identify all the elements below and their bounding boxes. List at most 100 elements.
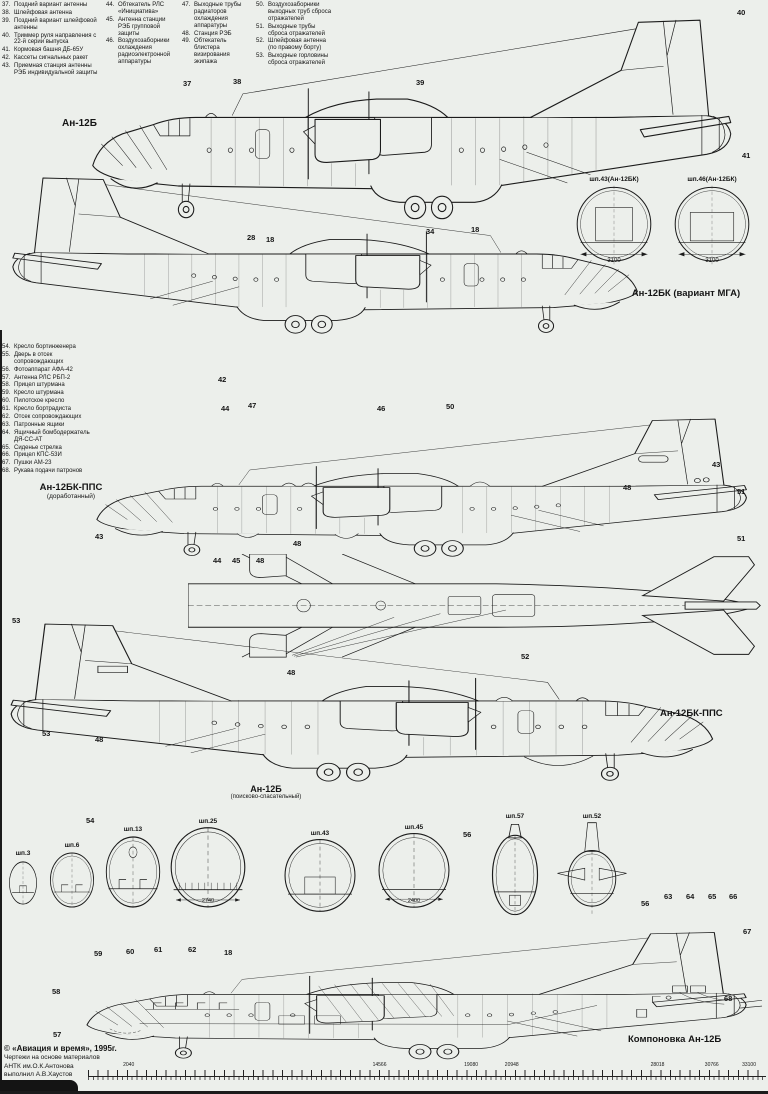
legend-item-text: Дверь в отсек сопровождающих — [14, 351, 64, 365]
legend-item: 37.Поздний вариант антенны — [2, 2, 102, 9]
legend-item-number: 62. — [2, 414, 11, 421]
legend-item-number: 50. — [256, 2, 265, 8]
legend-item-number: 45. — [106, 16, 115, 23]
an12bk-pps-svg — [10, 623, 714, 782]
legend-item-text: Выходные трубы сброса отражателей — [268, 23, 325, 37]
cross-section-label: шп.57 — [505, 813, 525, 820]
legend-item-number: 38. — [2, 9, 11, 16]
cross-section-svg — [557, 822, 627, 914]
legend-item-text: Пилотское кресло — [14, 398, 65, 405]
legend-item-text: Шлейфовая антенна — [14, 9, 72, 16]
legend-top-col2: 44.Обтекатель РЛС «Инициатива»45.Антенна… — [106, 2, 178, 67]
cross-section-label: шп.43(Ан-12БК) — [589, 176, 639, 183]
legend-item: 43.Приемная станция антенны РЭБ индивиду… — [2, 63, 102, 77]
drawing-an12bk-mga-side-view — [0, 170, 644, 342]
legend-item: 66.Прицел КПС-53И — [2, 452, 100, 459]
cross-section-svg — [170, 827, 246, 908]
callout-number: 63 — [664, 892, 673, 901]
legend-item-text: Патронные ящики — [14, 421, 65, 428]
drawing-top-plan-view — [188, 554, 766, 658]
legend-item: 59.Кресло штурмана — [2, 390, 100, 397]
cross-section-svg — [9, 861, 37, 905]
drawing-an12b-cutaway — [80, 926, 766, 1066]
legend-item: 41.Кормовая башня ДБ-65У — [2, 47, 102, 54]
legend-item: 54.Кресло бортинженера — [2, 344, 100, 351]
legend-item-text: Антенна РЛС РБП-2 — [14, 374, 71, 381]
legend-item: 67.Пушки АМ-23 — [2, 460, 100, 467]
ruler-label: 14566 — [372, 1062, 387, 1068]
callout-number: 58 — [52, 987, 61, 996]
an12bk-mga-svg — [12, 177, 638, 334]
legend-item-number: 65. — [2, 444, 11, 451]
label-subtitle: (доработанный) — [46, 493, 96, 500]
ruler-label: 2040 — [123, 1062, 135, 1068]
legend-item: 38.Шлейфовая антенна — [2, 10, 102, 17]
cross-section-shp13: шп.13 — [102, 826, 164, 910]
label-an12bk-pps: Ан-12БК-ППС — [660, 708, 723, 719]
legend-item: 62.Отсек сопровождающих — [2, 414, 100, 421]
legend-item-text: Сиденье стрелка — [14, 444, 62, 451]
legend-item-number: 63. — [2, 421, 11, 428]
callout-number: 47 — [248, 401, 257, 410]
drawing-an12bk-pps-mod-side-view — [90, 412, 766, 564]
legend-item-text: Кормовая башня ДБ-65У — [14, 47, 84, 54]
legend-item-text: Ящичный бомбодержатель ДЯ-СС-АТ — [14, 429, 90, 443]
legend-item-text: Воздухозаборники охлаждения радиоэлектро… — [118, 38, 171, 66]
cross-section-label: шп.25 — [198, 818, 218, 825]
legend-item: 49.Обтекатель блистера визирования экипа… — [182, 38, 252, 66]
legend-item-number: 51. — [256, 23, 265, 30]
legend-item-number: 43. — [2, 63, 11, 70]
cross-section-shp57: шп.57 — [486, 813, 544, 918]
ruler-label: 19080 — [464, 1062, 479, 1068]
cross-section-shp46-an12bk: шп.46(Ан-12БК) 3100 — [664, 176, 760, 265]
callout-number: 64 — [686, 892, 695, 901]
legend-item-text: Станция РЭБ — [194, 30, 232, 37]
cross-section-shp3: шп.3 — [4, 850, 42, 906]
cross-section-shp52: шп.52 — [554, 813, 630, 918]
legend-item: 68.Рукава подачи патронов — [2, 468, 100, 475]
label-compnovka: Компоновка Ан-12Б — [628, 1034, 722, 1045]
legend-item-number: 61. — [2, 406, 11, 413]
legend-item-number: 47. — [182, 2, 191, 8]
legend-item-number: 59. — [2, 390, 11, 397]
credit-line: Чертежи на основе материалов — [4, 1054, 100, 1062]
cross-section-label: шп.52 — [582, 813, 602, 820]
legend-item-text: Прицел штурмана — [14, 382, 65, 389]
cross-section-label: шп.6 — [64, 842, 80, 849]
legend-item-text: Антенна станции РЭБ групповой защиты — [118, 16, 166, 37]
legend-item-text: Кассеты сигнальных ракет — [14, 55, 89, 62]
cross-section-label: шп.13 — [123, 826, 143, 833]
scan-edge-corner — [0, 1080, 78, 1094]
legend-item-number: 53. — [256, 53, 265, 60]
legend-item-text: Фотоаппарат АФА-42 — [14, 366, 73, 373]
cross-section-shp45: шп.45 2400 — [374, 824, 454, 908]
legend-item: 61.Кресло бортрадиста — [2, 406, 100, 413]
legend-item-number: 64. — [2, 429, 11, 436]
legend-item-number: 46. — [106, 38, 115, 45]
cross-section-shp6: шп.6 — [46, 842, 98, 910]
legend-item: 60.Пилотское кресло — [2, 398, 100, 405]
legend-top-col4: 50.Воздухозаборники выходных труб сброса… — [256, 2, 334, 68]
scan-edge-left — [0, 330, 2, 1094]
legend-item-number: 44. — [106, 2, 115, 8]
legend-item: 50.Воздухозаборники выходных труб сброса… — [256, 2, 334, 23]
callout-number: 56 — [463, 830, 472, 839]
legend-item: 47.Выходные трубы радиаторов охлаждения … — [182, 2, 252, 30]
cross-section-dimension: 2400 — [407, 898, 421, 904]
scan-edge-bottom — [0, 1091, 768, 1094]
legend-item-number: 52. — [256, 38, 265, 45]
label-an12bk-mga: Ан-12БК (вариант МГА) — [631, 288, 741, 299]
ruler-minor-ticks — [88, 1077, 766, 1080]
cross-section-shp46-svg — [674, 185, 750, 265]
legend-item-text: Воздухозаборники выходных труб сброса от… — [268, 2, 332, 22]
legend-item-number: 55. — [2, 351, 11, 358]
legend-item-text: Пушки АМ-23 — [14, 460, 52, 467]
legend-item: 57.Антенна РЛС РБП-2 — [2, 375, 100, 382]
legend-item-number: 37. — [2, 2, 11, 8]
legend-item-text: Кресло штурмана — [14, 390, 64, 397]
cross-section-dimension: 2740 — [201, 898, 215, 904]
legend-item-number: 54. — [2, 344, 11, 350]
cross-section-shp25: шп.25 2740 — [166, 818, 250, 908]
